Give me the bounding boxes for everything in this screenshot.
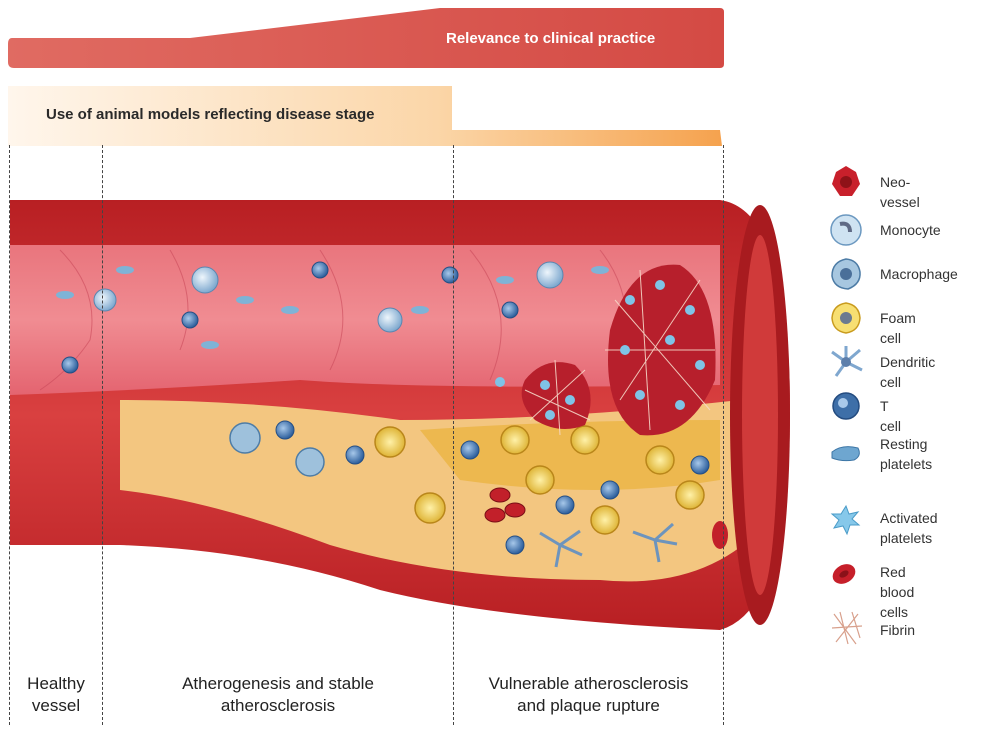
macrophage-icon bbox=[826, 254, 866, 294]
stage-label-vulnerable: Vulnerable atherosclerosis and plaque ru… bbox=[454, 673, 723, 717]
activated-platelets-icon bbox=[826, 500, 866, 540]
foam-cell-icon bbox=[826, 298, 866, 338]
resting-platelets-icon bbox=[826, 434, 866, 474]
animal-models-label: Use of animal models reflecting disease … bbox=[46, 106, 374, 123]
stage-label-healthy: Healthy vessel bbox=[10, 673, 102, 717]
stage-divider bbox=[102, 145, 103, 725]
monocyte-icon bbox=[826, 210, 866, 250]
clinical-relevance-label: Relevance to clinical practice bbox=[446, 30, 655, 47]
neo-vessel-icon bbox=[826, 162, 866, 202]
fibrin-icon bbox=[826, 608, 866, 648]
stage-label-atherogenesis: Atherogenesis and stable atherosclerosis bbox=[103, 673, 453, 717]
artery-illustration bbox=[0, 150, 800, 660]
dendritic-cell-icon bbox=[826, 342, 866, 382]
stage-divider bbox=[453, 145, 454, 725]
stage-divider bbox=[723, 145, 724, 725]
red-blood-cells-icon bbox=[826, 554, 866, 594]
stage-divider bbox=[9, 145, 10, 725]
t-cell-icon bbox=[826, 386, 866, 426]
